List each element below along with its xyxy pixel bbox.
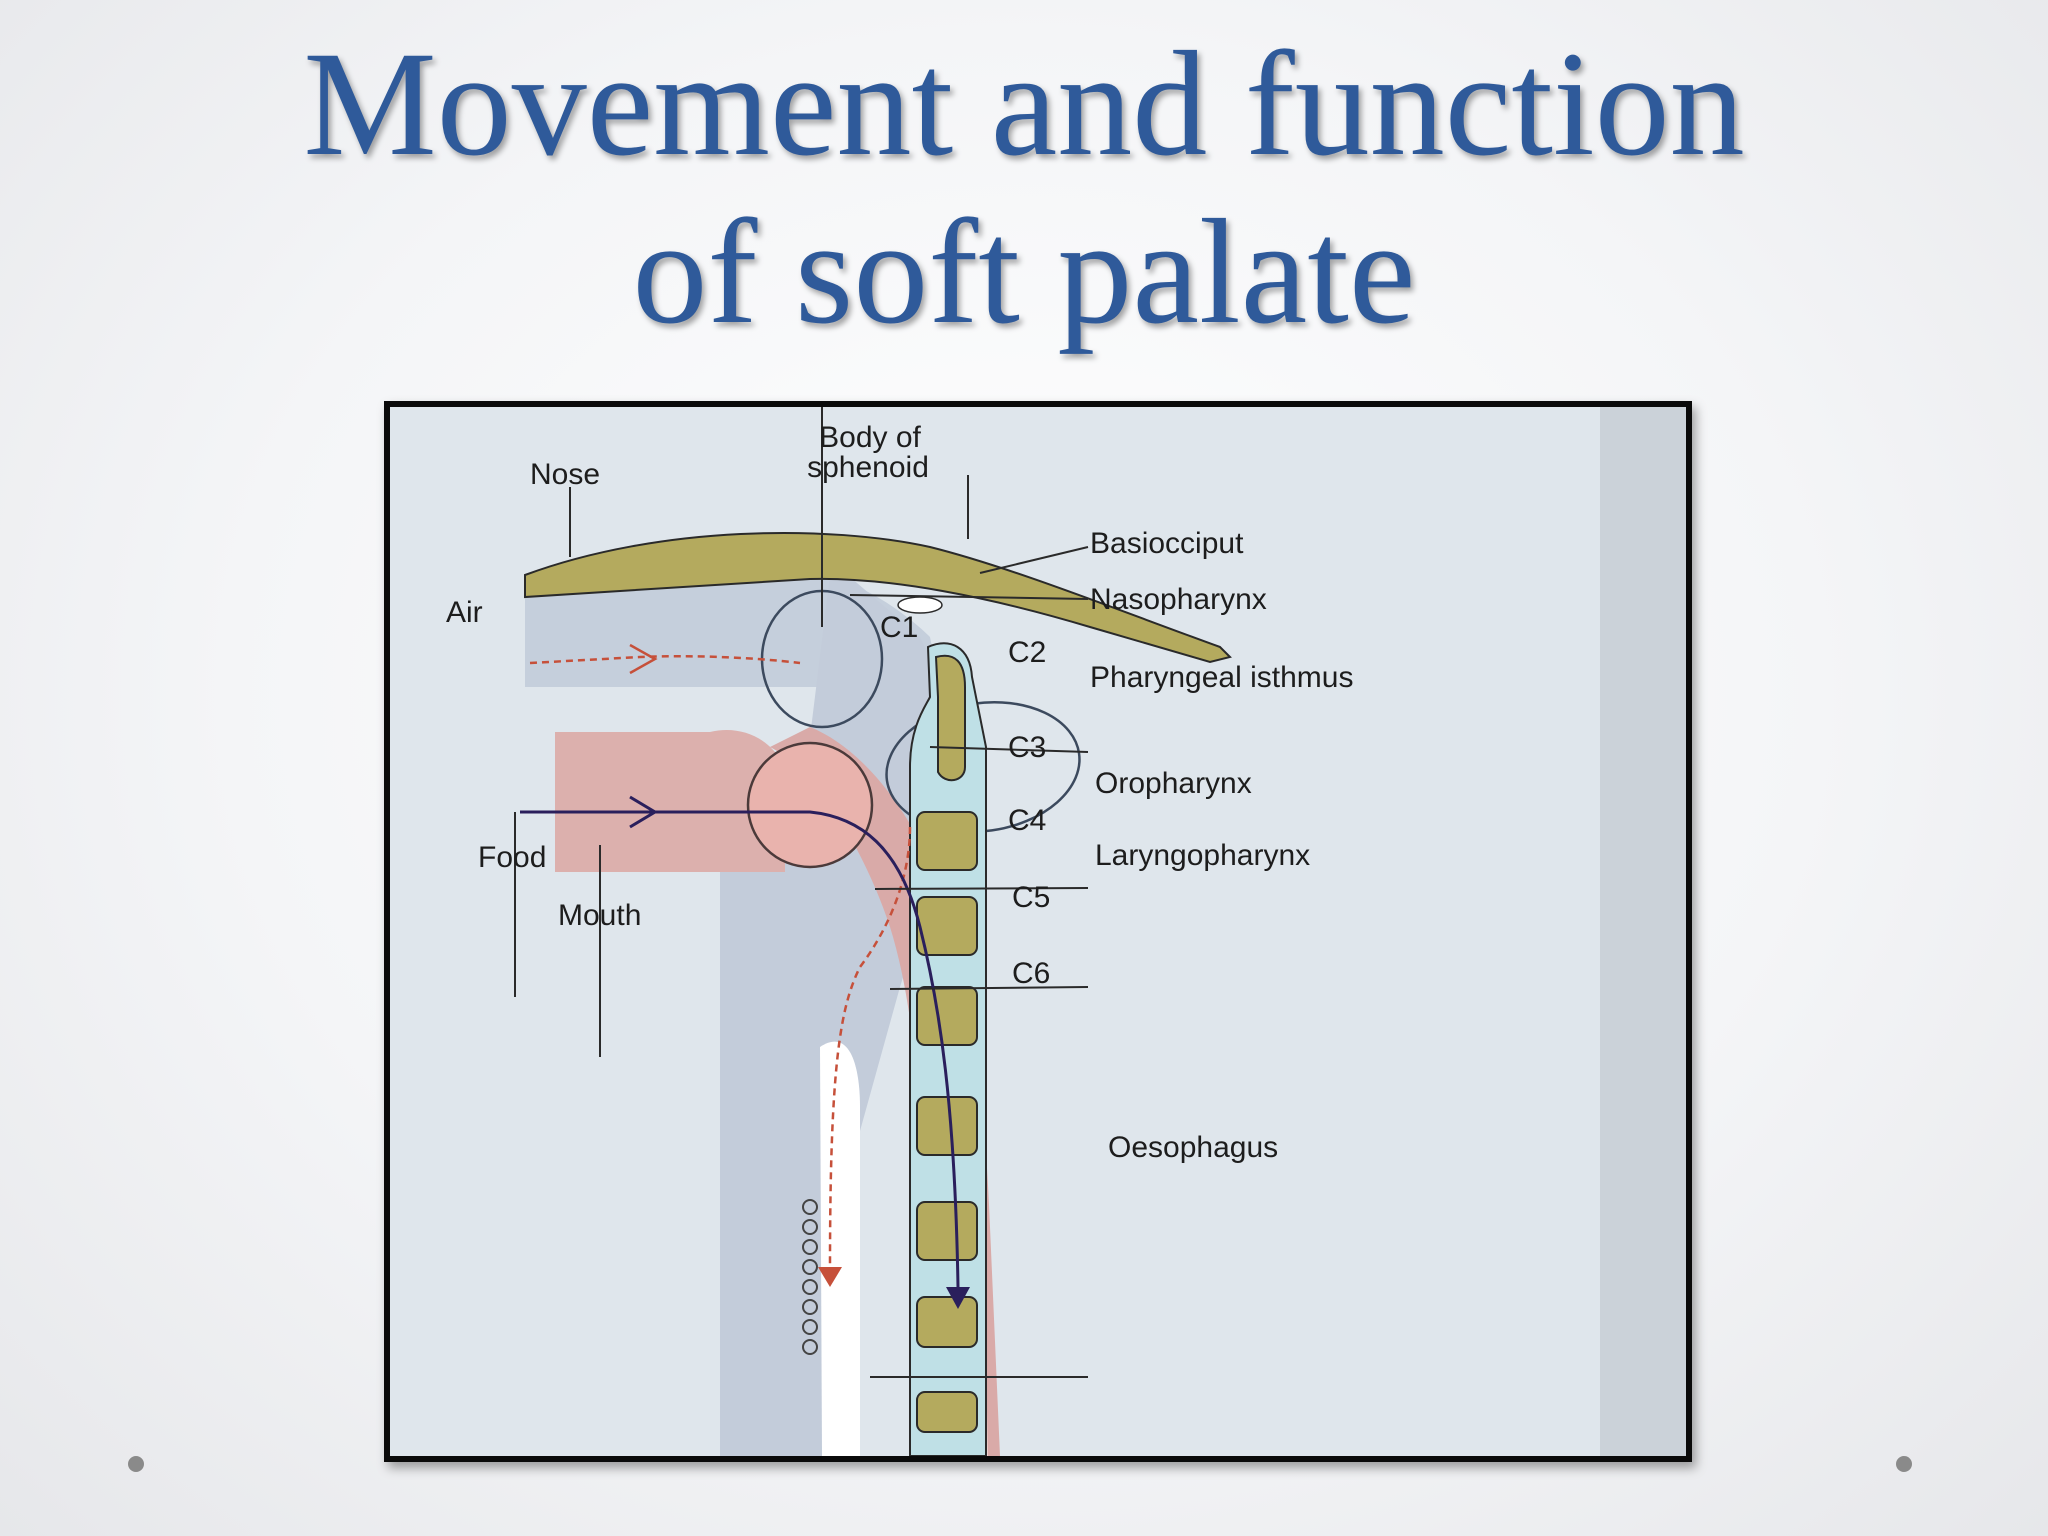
mouth-cavity [555, 730, 785, 872]
label-nose: Nose [530, 458, 600, 491]
label-c1: C1 [880, 611, 918, 644]
label-c5: C5 [1012, 881, 1050, 914]
trachea-rings [802, 1199, 818, 1355]
slide-title-line2: of soft palate [632, 189, 1416, 355]
page-edge-shadow [1600, 407, 1686, 1456]
vertebra-c7 [916, 1201, 978, 1261]
air-arrowhead [629, 643, 658, 675]
vertebra-t2 [916, 1391, 978, 1433]
vertebra-c3 [916, 811, 978, 871]
vertebra-c6 [916, 1096, 978, 1156]
label-c3: C3 [1008, 731, 1046, 764]
slide-title-line1: Movement and function [303, 21, 1745, 187]
air-flow-path [529, 655, 801, 665]
label-oropharynx: Oropharynx [1095, 767, 1252, 800]
food-down-arrowhead [946, 1287, 970, 1309]
label-body-of-sphenoid-2: sphenoid [807, 451, 929, 484]
label-c2: C2 [1008, 636, 1046, 669]
food-flow-path [520, 810, 960, 1288]
label-nasopharynx: Nasopharynx [1090, 583, 1267, 616]
pharynx-diagram: Body of sphenoid Nose Basiocciput Nasoph… [390, 407, 1686, 1456]
right-decoration-dot [1896, 1456, 1912, 1472]
vertebra-t1 [916, 1296, 978, 1348]
left-decoration-dot [128, 1456, 144, 1472]
vertebra-c5 [916, 986, 978, 1046]
food-arrowhead [629, 795, 658, 829]
label-c4: C4 [1008, 804, 1046, 837]
label-mouth: Mouth [558, 899, 641, 932]
air-flow-down-path [828, 826, 912, 1268]
label-body-of-sphenoid-1: Body of [819, 421, 921, 454]
label-air: Air [446, 596, 483, 629]
larynx-gap [820, 1041, 860, 1456]
vertebra-c4 [916, 896, 978, 956]
label-basiocciput: Basiocciput [1090, 527, 1244, 560]
tongue-circle [746, 741, 874, 869]
sphenoid-basiocciput-bone [524, 531, 1232, 664]
diagram-figure: Body of sphenoid Nose Basiocciput Nasoph… [384, 401, 1692, 1462]
label-food: Food [478, 841, 546, 874]
label-c6: C6 [1012, 957, 1050, 990]
label-laryngopharynx: Laryngopharynx [1095, 839, 1310, 872]
slide-title: Movement and function of soft palate [0, 20, 2048, 356]
label-oesophagus: Oesophagus [1108, 1131, 1278, 1164]
air-down-arrowhead [818, 1267, 842, 1287]
label-pharyngeal-isthmus: Pharyngeal isthmus [1090, 661, 1353, 694]
vertebra-c2-dens [934, 654, 966, 782]
leader-lines [514, 407, 1089, 1378]
